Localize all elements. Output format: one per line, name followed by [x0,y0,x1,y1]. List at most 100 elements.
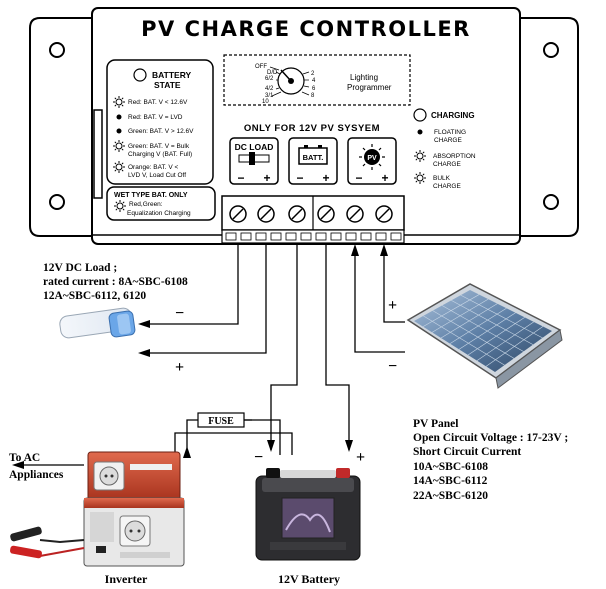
terminal-slot [330,232,342,241]
battery-label: 12V Battery [278,572,340,586]
minus-icon: − [237,171,244,185]
dc-load-label: DC LOAD [235,142,274,152]
programmer-label-right: 6 [312,86,316,92]
inverter-label: Inverter [105,572,148,586]
mount-hole-icon [49,42,65,58]
charging-item: FLOATING [434,129,466,136]
dc-load-text: 12V DC Load ; [43,262,117,274]
pv-panel-text: 10A~SBC-6108 [413,461,488,473]
battery-image [255,468,361,561]
pv-plus-label: + [388,297,397,314]
screw-slot-icon [320,208,332,220]
programmer-label-left: 6/2 [265,76,274,82]
programmer-label-left: 10 [262,99,269,105]
load-minus-label: − [175,305,184,322]
screw-slot-icon [378,208,390,220]
battery-state-item: Green: BAT. V = Bulk [128,143,190,150]
battery-led-icon [133,68,147,82]
terminal-slot [360,232,372,241]
lighting-programmer [223,54,411,106]
battery-icon [298,147,328,165]
battery-state-item: Charging V (BAT. Full) [128,151,192,158]
pv-panel-text: 22A~SBC-6120 [413,490,488,502]
dot-icon [116,128,122,134]
load-plus-label: + [175,359,184,376]
wet-type-text: Red,Green: [129,201,163,208]
programmer-label-left: 3/1 [265,93,274,99]
battery-state-item: Orange: BAT. V < [128,164,178,171]
terminal-block [221,195,405,244]
programmer-label-right: 4 [312,78,316,84]
screw-slot-icon [349,208,361,220]
terminal-slot [390,232,402,241]
programmer-label-left: D/D [267,70,278,76]
pv-panel-text: 14A~SBC-6112 [413,475,488,487]
programmer-label-right: 2 [311,71,315,77]
controller-title: PV CHARGE CONTROLLER [141,17,471,41]
wet-type-title: WET TYPE BAT. ONLY [114,192,188,199]
wires [20,243,405,466]
terminal-slot [375,232,387,241]
to-ac-label: Appliances [9,469,64,481]
pv-panel-text: Open Circuit Voltage : 17-23V ; [413,432,568,444]
battery-plus-label: + [356,449,365,466]
dot-icon [417,129,423,135]
terminal-slot [255,232,267,241]
mount-hole-icon [543,194,559,210]
inverter-image [10,451,185,567]
battery-state-panel [106,59,214,185]
dc-lamp-image [59,307,136,339]
terminal-slot [300,232,312,241]
charging-title: CHARGING [431,111,475,120]
minus-icon: − [296,171,303,185]
battery-state-item: Green: BAT. V > 12.6V [128,128,194,135]
sun-icon [359,144,385,170]
terminal-slot [270,232,282,241]
terminal-slot [285,232,297,241]
screw-slot-icon [232,208,244,220]
batt-label: BATT. [303,153,324,162]
wet-type-text: Equalization Charging [127,210,191,217]
charging-item: BULK [433,175,451,182]
charging-item: ABSORPTION [433,153,476,160]
battery-state-title: BATTERY [152,70,192,80]
programmer-label: Lighting [350,73,378,82]
plus-icon: + [381,171,388,185]
screw-slot-icon [260,208,272,220]
terminal-slot [225,232,237,241]
programmer-label-right: 8 [311,93,315,99]
dc-load-text: 12A~SBC-6112, 6120 [43,290,146,302]
charging-item: CHARGE [434,137,462,144]
fuse-label: FUSE [208,416,234,427]
pv-panel-text: Short Circuit Current [413,446,521,458]
programmer-label-left: OFF [255,64,267,70]
programmer-label-left: 4/2 [265,86,274,92]
minus-icon: − [355,171,362,185]
to-ac-label: To AC [9,452,40,464]
terminal-slot [240,232,252,241]
terminal-slot [315,232,327,241]
charging-item: CHARGE [433,161,461,168]
only-for-label: ONLY FOR 12V PV SYSYEM [244,123,380,134]
charge-controller: PV CHARGE CONTROLLER BATTERY STATE Red: … [29,7,579,245]
battery-state-item: Red: BAT. V < 12.6V [128,99,188,106]
pv-minus-label: − [388,358,397,375]
pv-label: PV [367,155,377,162]
charging-led-icon [413,108,427,122]
charging-item: CHARGE [433,183,461,190]
wet-type-panel [106,186,216,221]
dc-load-text: rated current : 8A~SBC-6108 [43,276,188,288]
plus-icon: + [263,171,270,185]
mount-hole-icon [49,194,65,210]
mount-hole-icon [543,42,559,58]
battery-minus-label: − [254,449,263,466]
pv-panel-text: PV Panel [413,418,458,430]
programmer-label: Programmer [347,83,392,92]
plus-icon: + [322,171,329,185]
dot-icon [116,114,122,120]
solar-panel-image [406,283,563,389]
battery-state-subtitle: STATE [154,80,181,90]
battery-state-item: LVD V, Load Cut Off [128,172,186,179]
terminal-slot [345,232,357,241]
